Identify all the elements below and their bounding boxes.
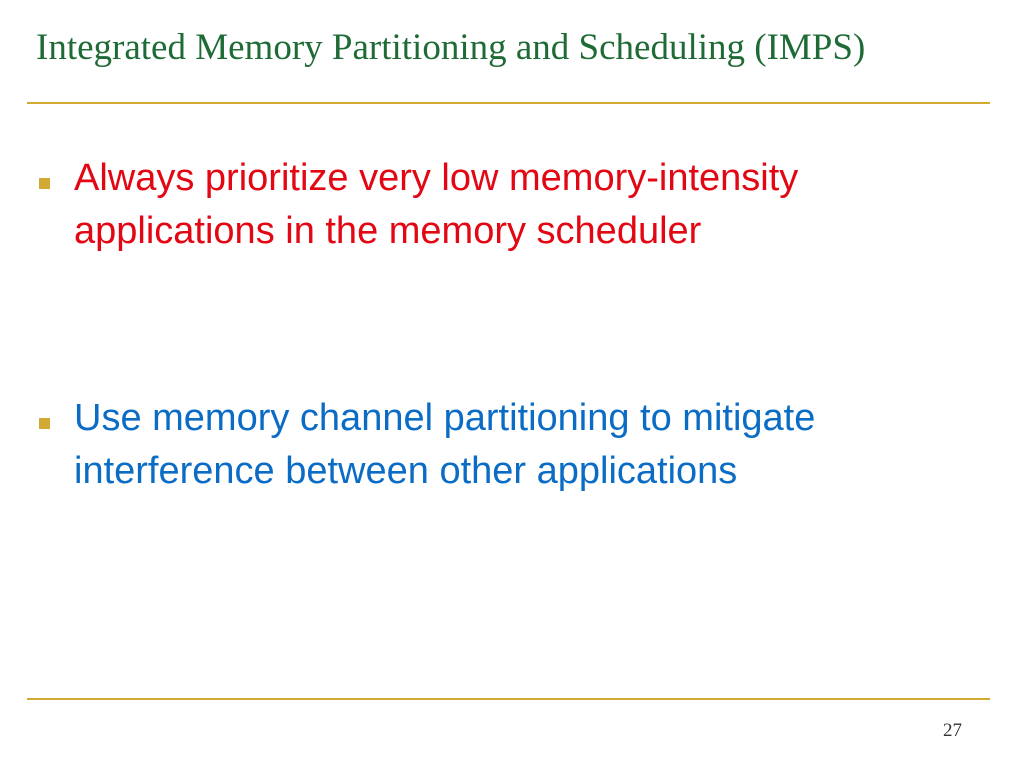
bullet-item: Use memory channel partitioning to mitig…	[39, 392, 959, 498]
square-bullet-icon	[39, 178, 50, 189]
slide-title: Integrated Memory Partitioning and Sched…	[36, 27, 866, 68]
bullet-text: Use memory channel partitioning to mitig…	[74, 397, 816, 492]
footer-divider	[27, 698, 990, 700]
square-bullet-icon	[39, 418, 50, 429]
bullet-text: Always prioritize very low memory-intens…	[74, 157, 799, 252]
bullet-item: Always prioritize very low memory-intens…	[39, 152, 959, 258]
page-number: 27	[943, 720, 962, 741]
title-divider	[27, 102, 990, 104]
